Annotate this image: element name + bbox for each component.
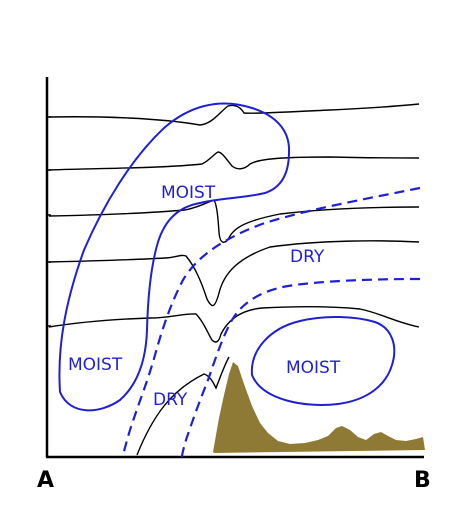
moist-region-upper-left [58,102,291,412]
contour-lines [48,103,420,456]
dry-boundary-upper [121,186,421,456]
label-point-a: A [37,468,54,493]
contour-line-5 [48,305,420,343]
contour-line-6 [136,356,230,456]
contour-line-3 [48,199,420,243]
moisture-regions [58,102,396,412]
dry-boundaries [121,186,421,458]
dry-boundary-lower [180,277,421,458]
label-moist-top: MOIST [161,183,216,203]
region-labels: MOIST DRY MOIST DRY MOIST [68,183,341,410]
label-dry-mid: DRY [290,247,325,267]
label-dry-low: DRY [153,390,188,410]
label-moist-right: MOIST [286,358,341,378]
moist-region-right [250,315,396,406]
terrain-mountain [213,362,425,453]
label-moist-left: MOIST [68,355,123,375]
contour-line-4 [48,240,420,307]
contour-line-2 [48,151,420,171]
label-point-b: B [414,468,431,493]
contour-line-1 [48,103,420,126]
